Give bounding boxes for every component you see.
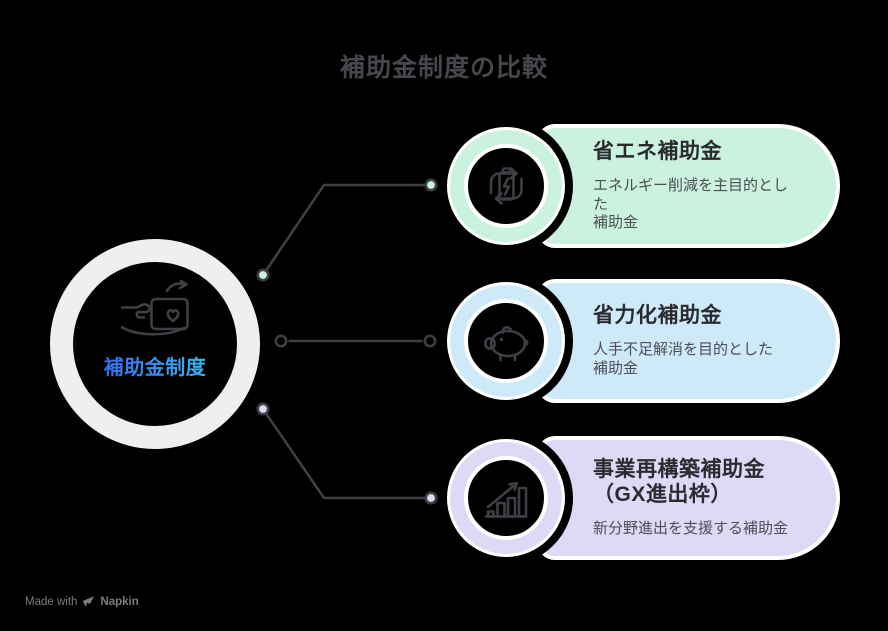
branch-pill-business-restructuring: 事業再構築補助金 （GX進出枠） 新分野進出を支援する補助金 [537,436,840,560]
connector-top [261,183,431,276]
branch-title: 省エネ補助金 [593,139,722,163]
branch-title: 事業再構築補助金 （GX進出枠） [593,457,765,507]
hand-card-heart-icon [121,280,189,336]
connector-dot [256,402,270,416]
bar-chart-growth-icon [484,481,528,518]
connector-dot [423,334,437,348]
branch-icon-circle [464,144,548,228]
pen-nib-icon [83,596,95,607]
watermark: Made with Napkin [25,595,139,608]
branch-description: エネルギー削減を主目的とした 補助金 [593,176,789,232]
watermark-prefix: Made with [25,595,78,608]
branch-icon-circle [464,456,548,540]
connector-dot [274,334,288,348]
connector-dot [424,491,438,505]
piggy-bank-icon [484,326,529,362]
branch-description: 新分野進出を支援する補助金 [593,520,789,538]
branch-description: 人手不足解消を目的とした 補助金 [593,341,774,378]
branch-icon-circle [464,299,548,383]
connector-dot [424,178,438,192]
watermark-brand: Napkin [100,595,139,608]
battery-sync-icon [489,167,523,205]
connector-dot [256,268,270,282]
branch-pill-labor-saving: 省力化補助金 人手不足解消を目的とした 補助金 [537,279,840,403]
branch-title: 省力化補助金 [593,304,722,328]
diagram-title: 補助金制度の比較 [339,54,548,82]
branch-pill-energy-saving: 省エネ補助金 エネルギー削減を主目的とした 補助金 [537,124,840,248]
center-node: 補助金制度 [50,239,260,449]
center-node-label: 補助金制度 [104,351,207,380]
connector-bottom [261,408,431,500]
